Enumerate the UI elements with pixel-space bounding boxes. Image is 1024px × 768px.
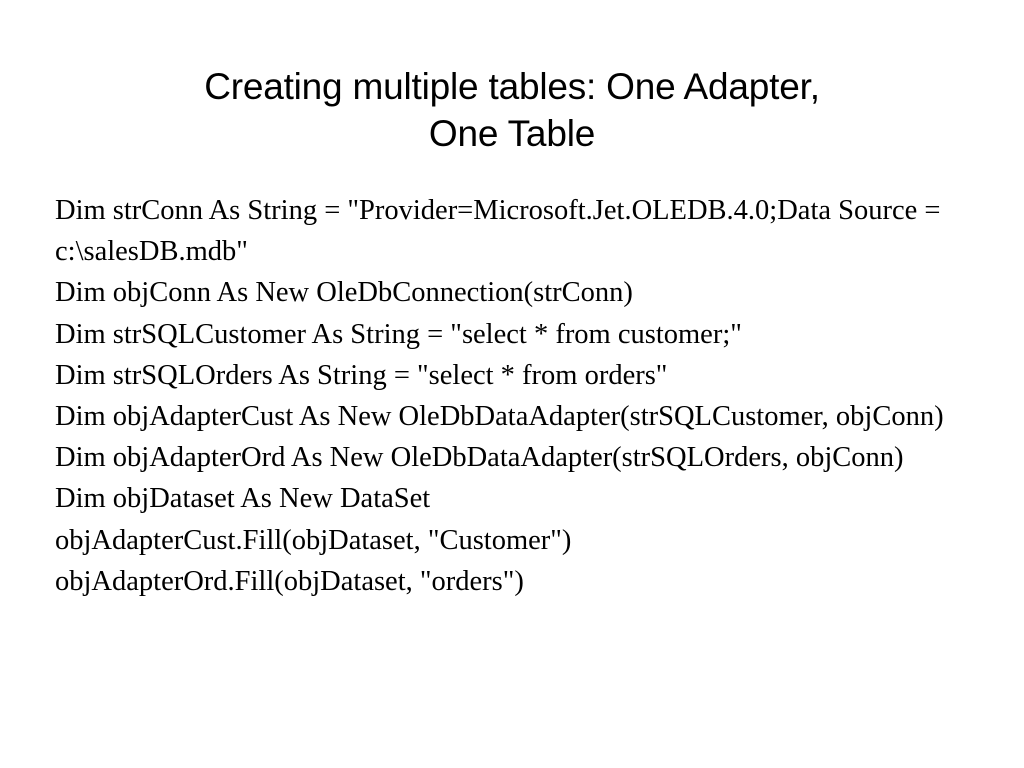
code-line-2: Dim objConn As New OleDbConnection(strCo…	[55, 277, 633, 309]
page-title-line-2: One Table	[428, 112, 596, 154]
code-line-1: Dim strConn As String = "Provider=Micros…	[55, 195, 941, 268]
code-line-5: Dim objAdapterCust As New OleDbDataAdapt…	[55, 401, 944, 433]
page-title: Creating multiple tables: One Adapter, O…	[62, 63, 962, 157]
code-body: Dim strConn As String = "Provider=Micros…	[55, 190, 993, 602]
code-line-8: objAdapterCust.Fill(objDataset, "Custome…	[55, 524, 572, 556]
code-line-7: Dim objDataset As New DataSet	[55, 483, 431, 515]
code-line-9: objAdapterOrd.Fill(objDataset, "orders")	[55, 565, 524, 597]
page-title-line-1: Creating multiple tables: One Adapter,	[204, 65, 820, 107]
code-line-6: Dim objAdapterOrd As New OleDbDataAdapte…	[55, 442, 904, 474]
code-line-4: Dim strSQLOrders As String = "select * f…	[55, 359, 668, 391]
code-line-3: Dim strSQLCustomer As String = "select *…	[55, 318, 742, 350]
